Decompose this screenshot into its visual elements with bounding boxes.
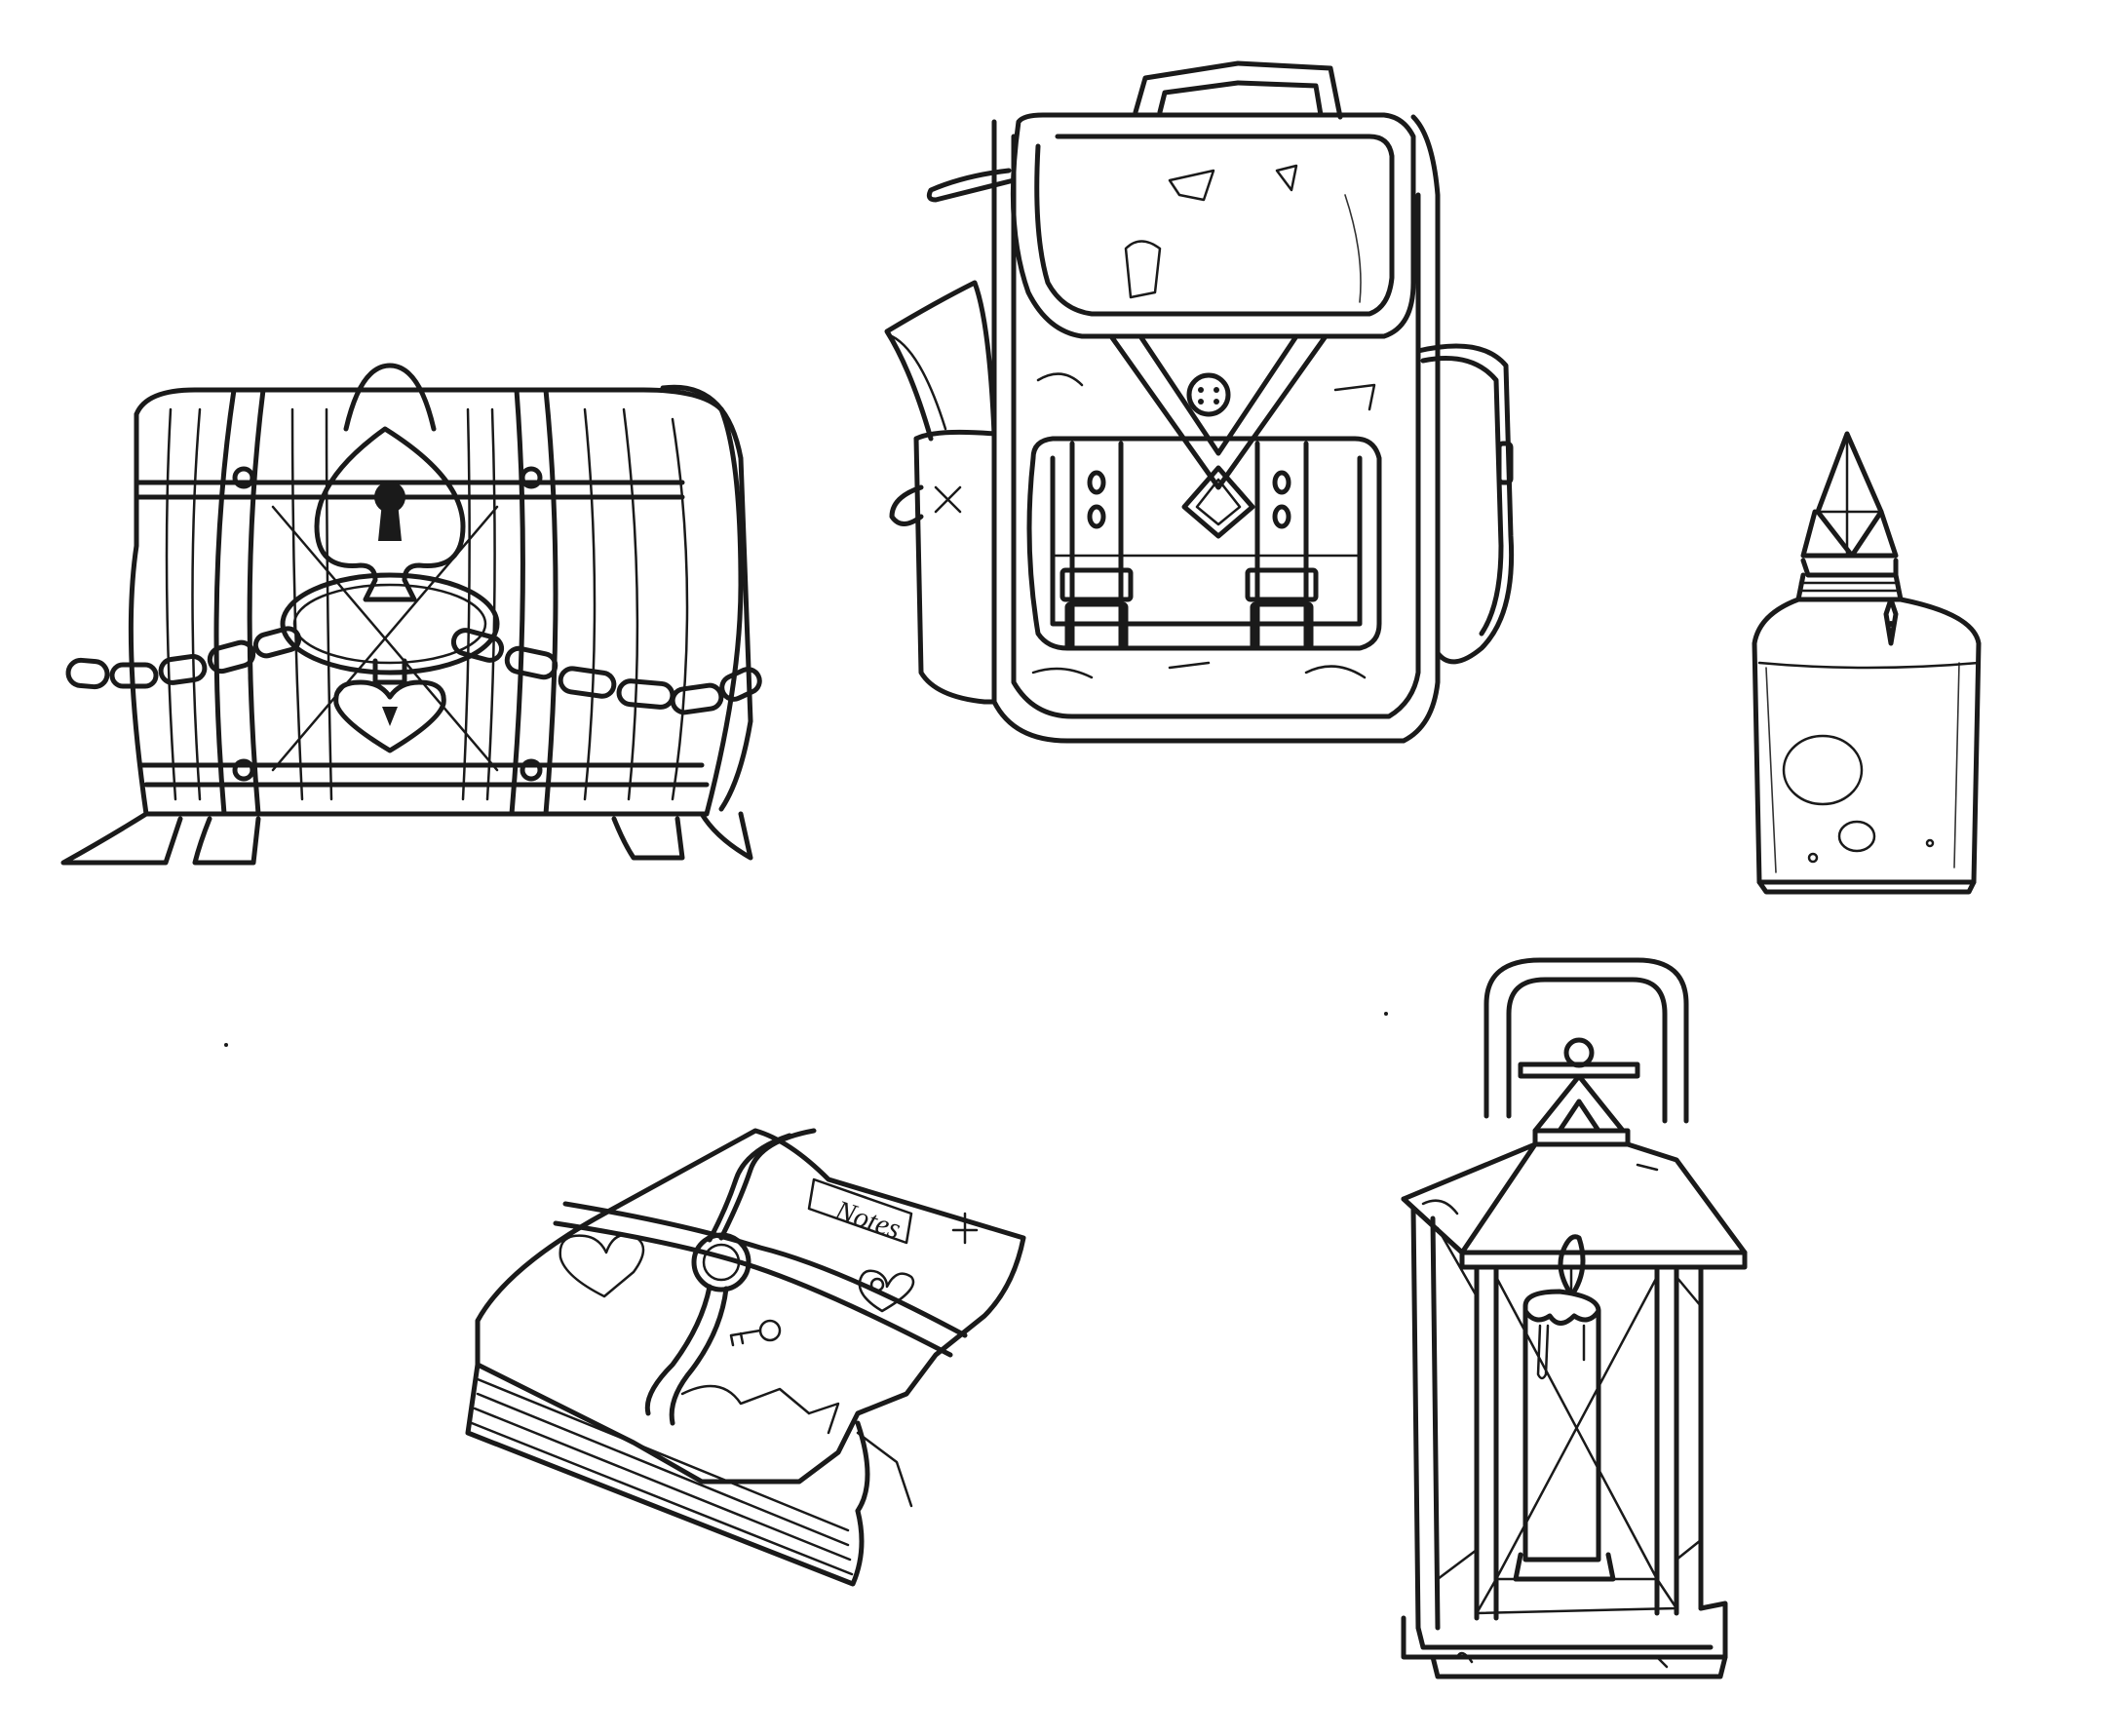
candle-lantern-icon [1401, 957, 1748, 1679]
journal-label: Notes [830, 1194, 905, 1246]
backpack-icon [884, 60, 1515, 744]
bound-journal-icon: Notes [465, 1128, 1026, 1587]
chained-chest-icon [60, 363, 762, 866]
chain-right [450, 628, 762, 715]
chain-left [65, 626, 302, 690]
potion-bottle-icon [1752, 431, 1982, 895]
